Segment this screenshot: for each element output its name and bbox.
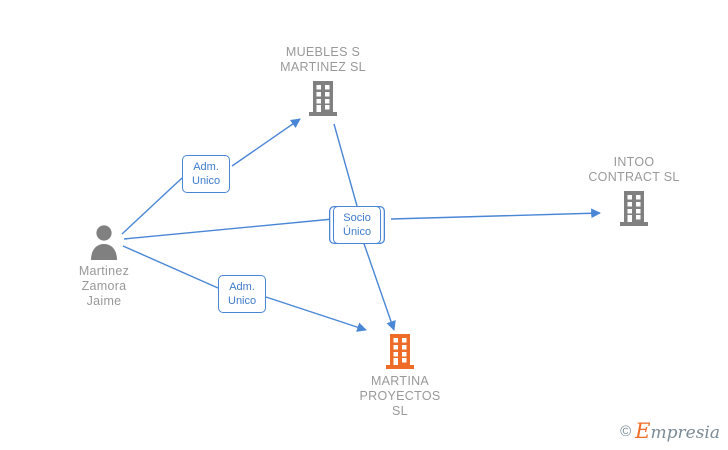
edge-adm-unico-muebles-to-muebles <box>231 118 301 167</box>
edge-label-adm-unico-muebles[interactable]: Adm. Unico <box>182 155 231 193</box>
edge-muebles-to-socio-unico <box>333 123 358 207</box>
node-label: INTOO CONTRACT SL <box>588 155 680 184</box>
edge-socio-unico-to-intoo <box>390 208 601 220</box>
edge-person-to-adm-unico-muebles <box>121 177 183 235</box>
copyright-icon: © <box>620 423 632 440</box>
node-company-intoo-contract-sl[interactable]: INTOO CONTRACT SL <box>559 155 709 227</box>
brand-rest: mpresia <box>650 423 721 443</box>
empresia-watermark: © Empresia <box>620 421 720 442</box>
building-icon <box>617 189 651 227</box>
building-icon <box>383 332 417 370</box>
building-icon <box>306 79 340 117</box>
brand-wordmark: Empresia <box>635 421 720 442</box>
node-label: Martinez Zamora Jaime <box>78 264 130 308</box>
brand-initial: E <box>635 419 651 443</box>
edge-socio-unico-to-martina <box>360 234 396 331</box>
edge-label-adm-unico-martina[interactable]: Adm. Unico <box>218 275 267 313</box>
edge-person-to-adm-unico-martina <box>122 245 219 289</box>
node-label: MARTINA PROYECTOS SL <box>359 374 441 418</box>
edge-label-socio-unico[interactable]: Socio Único <box>333 206 382 244</box>
edge-adm-unico-martina-to-martina <box>265 296 367 332</box>
node-company-martina-proyectos-sl[interactable]: MARTINA PROYECTOS SL <box>325 332 475 419</box>
node-person-martinez-zamora-jaime[interactable]: Martinez Zamora Jaime <box>29 222 179 309</box>
node-company-muebles-s-martinez-sl[interactable]: MUEBLES S MARTINEZ SL <box>248 45 398 117</box>
person-icon <box>87 222 121 260</box>
node-label: MUEBLES S MARTINEZ SL <box>280 45 366 74</box>
edge-person-to-socio-unico <box>123 218 334 240</box>
